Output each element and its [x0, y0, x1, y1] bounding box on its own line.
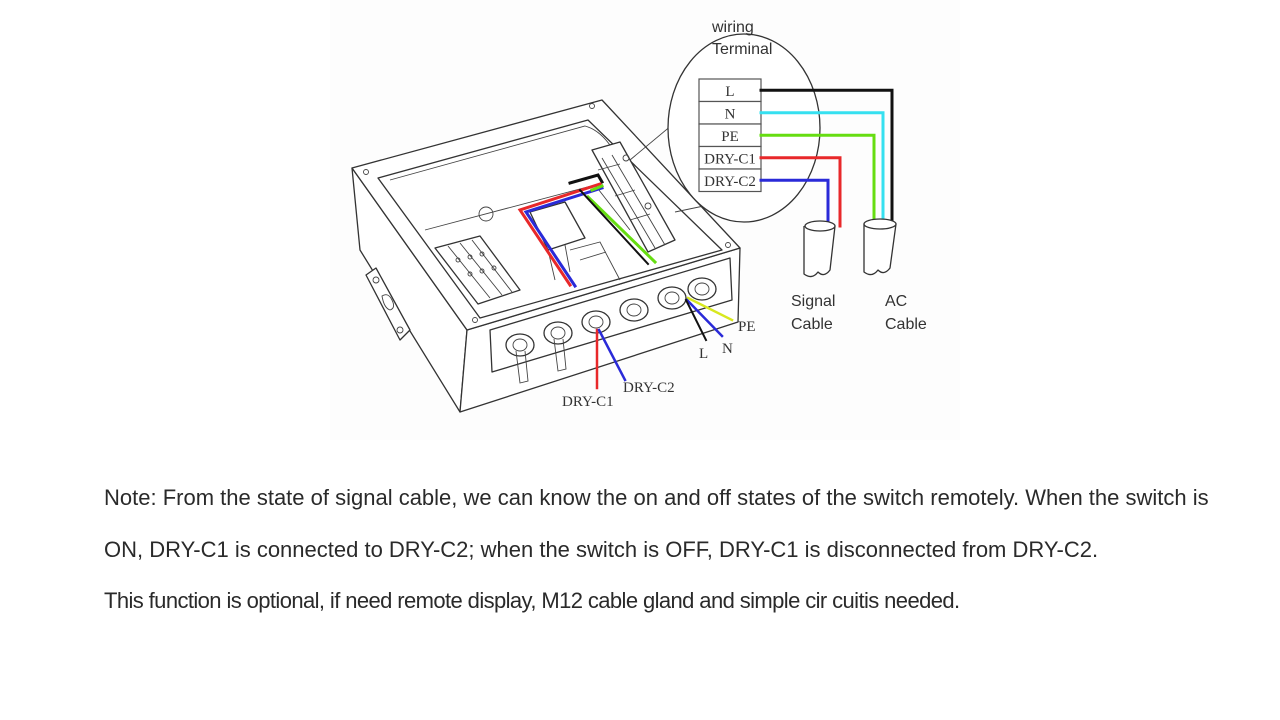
gland-label-l: L — [699, 346, 708, 362]
callout-title-line1: wiring — [711, 19, 754, 36]
cable-gland — [505, 333, 535, 384]
gland-label-n: N — [722, 341, 733, 357]
cable-gland — [687, 277, 717, 301]
note-paragraph-optional-function: This function is optional, if need remot… — [104, 588, 960, 613]
terminal-label-n: N — [725, 107, 736, 123]
signal-cable-label-line2: Cable — [791, 316, 833, 333]
cable-gland — [543, 321, 573, 372]
terminal-block-assembly — [569, 141, 676, 281]
breaker-module — [434, 206, 521, 305]
cable-gland — [619, 298, 649, 322]
cable-gland — [657, 286, 687, 310]
interior-wires — [517, 173, 658, 289]
wire-l — [759, 88, 894, 226]
cable-glands — [489, 257, 733, 384]
ac-cable-label-line2: Cable — [885, 316, 927, 333]
terminal-label-l: L — [725, 84, 734, 100]
ac-cable — [863, 218, 897, 276]
note-paragraph-switch-state: Note: From the state of signal cable, we… — [104, 485, 1209, 562]
gland-label-pe: PE — [738, 319, 756, 335]
signal-cable-label-line1: Signal — [791, 293, 835, 310]
wire-pe — [759, 133, 876, 226]
wire-n — [759, 111, 885, 226]
terminal-label-dry-c1: DRY-C1 — [704, 152, 756, 168]
wire-dry-c2 — [759, 178, 830, 228]
gland-label-dry-c2: DRY-C2 — [623, 380, 675, 396]
terminal-label-dry-c2: DRY-C2 — [704, 174, 756, 190]
gland-label-dry-c1: DRY-C1 — [562, 394, 614, 410]
gland-wires — [595, 296, 734, 390]
wire-dry-c1 — [759, 156, 842, 228]
note-text-block: Note: From the state of signal cable, we… — [104, 472, 1224, 627]
ac-cable-label-line1: AC — [885, 293, 907, 310]
callout-title-line2: Terminal — [712, 41, 772, 58]
signal-cable — [803, 220, 836, 278]
terminal-label-pe: PE — [721, 129, 739, 145]
